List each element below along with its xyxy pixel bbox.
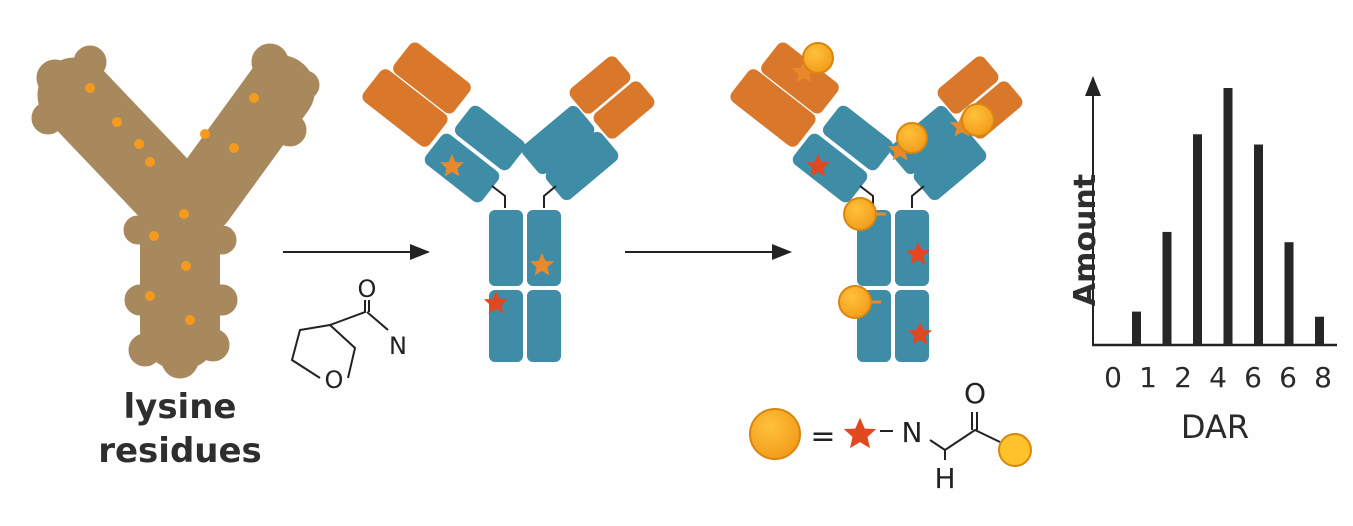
ring-o: O xyxy=(325,366,344,394)
reagent-structure xyxy=(290,300,389,379)
x-tick-label: 0 xyxy=(1104,361,1122,394)
amide-n: N xyxy=(389,332,407,360)
modified-antibody xyxy=(358,38,659,363)
bar-dar-2 xyxy=(1193,134,1202,345)
x-tick-label: 8 xyxy=(1314,361,1332,394)
legend-h: H xyxy=(934,462,955,495)
bar-dar-8 xyxy=(1315,316,1324,345)
lysine-dots xyxy=(85,83,259,325)
lysine-label: lysine xyxy=(124,387,237,427)
payload-icon xyxy=(749,408,801,460)
native-antibody: lysine residues xyxy=(31,43,320,471)
legend-equals: = xyxy=(810,419,835,454)
legend-o: O xyxy=(964,377,986,410)
payload-circles xyxy=(802,42,995,319)
bar-dar-4 xyxy=(1223,88,1233,345)
bar-dar-1 xyxy=(1162,231,1172,345)
bar-dar-0 xyxy=(1132,311,1141,345)
residues-label: residues xyxy=(98,431,262,471)
x-tick-label: 6 xyxy=(1279,361,1297,394)
x-axis-label: DAR xyxy=(1181,408,1249,446)
x-tick-label: 6 xyxy=(1244,361,1262,394)
payload-icon xyxy=(998,433,1032,467)
adc-antibody xyxy=(726,38,1027,363)
legend-n: N xyxy=(902,416,923,449)
star-icon xyxy=(843,417,877,449)
x-tick-label: 4 xyxy=(1209,361,1227,394)
x-tick-label: 2 xyxy=(1174,361,1192,394)
carbonyl-o: O xyxy=(358,275,377,303)
bar-dar-6 xyxy=(1254,144,1263,345)
bar-dar-6 xyxy=(1284,242,1294,345)
payload-legend: = N H O xyxy=(749,377,1032,495)
y-axis-label: Amount xyxy=(1068,174,1103,306)
x-tick-label: 1 xyxy=(1139,361,1157,394)
